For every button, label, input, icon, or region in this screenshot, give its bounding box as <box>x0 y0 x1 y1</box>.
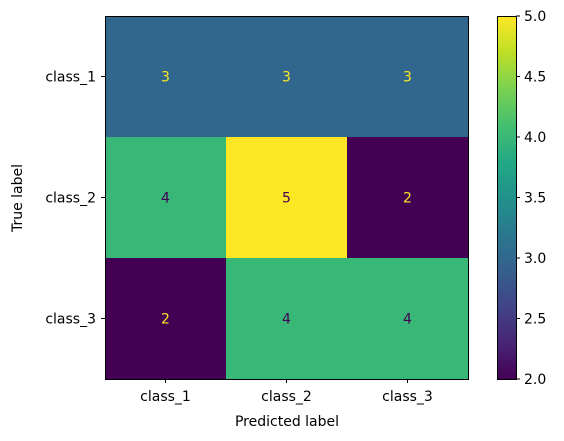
y-axis-label: True label <box>10 164 26 233</box>
heatmap-cells: 3 3 3 4 5 2 2 4 4 <box>105 16 469 380</box>
colorbar-tick-label: 3.5 <box>524 191 546 207</box>
heatmap-cell-r1-c1 <box>105 16 227 138</box>
cell-value-r3-c3: 4 <box>403 312 412 328</box>
cell-value-r3-c1: 2 <box>161 312 170 328</box>
colorbar-tick-label: 2.0 <box>524 372 546 388</box>
y-tick-label: class_3 <box>45 312 96 328</box>
y-tick-label: class_1 <box>45 70 96 86</box>
heatmap-cell-r1-c2 <box>226 16 348 138</box>
cell-value-r1-c3: 3 <box>403 70 412 86</box>
colorbar-tick-label: 2.5 <box>524 312 546 328</box>
heatmap-cell-r3-c1 <box>105 258 227 380</box>
colorbar: 2.0 2.5 3.0 3.5 4.0 4.5 5.0 <box>497 9 546 388</box>
colorbar-gradient <box>497 16 517 380</box>
heatmap-cell-r2-c2 <box>226 137 348 259</box>
cell-value-r1-c2: 3 <box>282 70 291 86</box>
cell-value-r2-c1: 4 <box>161 191 170 207</box>
heatmap-cell-r3-c2 <box>226 258 348 380</box>
x-axis-label: Predicted label <box>235 414 339 430</box>
heatmap-cell-r2-c1 <box>105 137 227 259</box>
cell-value-r3-c2: 4 <box>282 312 291 328</box>
heatmap-cell-r3-c3 <box>347 258 469 380</box>
colorbar-tick-label: 4.5 <box>524 70 546 86</box>
colorbar-tick-label: 5.0 <box>524 9 546 25</box>
y-tick-label: class_2 <box>45 191 96 207</box>
colorbar-tick-label: 3.0 <box>524 251 546 267</box>
cell-value-r2-c3: 2 <box>403 191 412 207</box>
x-tick-label: class_1 <box>140 389 191 405</box>
colorbar-tick-label: 4.0 <box>524 130 546 146</box>
x-tick-label: class_3 <box>382 389 433 405</box>
cell-value-r1-c1: 3 <box>161 70 170 86</box>
heatmap-cell-r1-c3 <box>347 16 469 138</box>
x-tick-label: class_2 <box>261 389 312 405</box>
heatmap-cell-r2-c3 <box>347 137 469 259</box>
cell-value-r2-c2: 5 <box>282 191 291 207</box>
